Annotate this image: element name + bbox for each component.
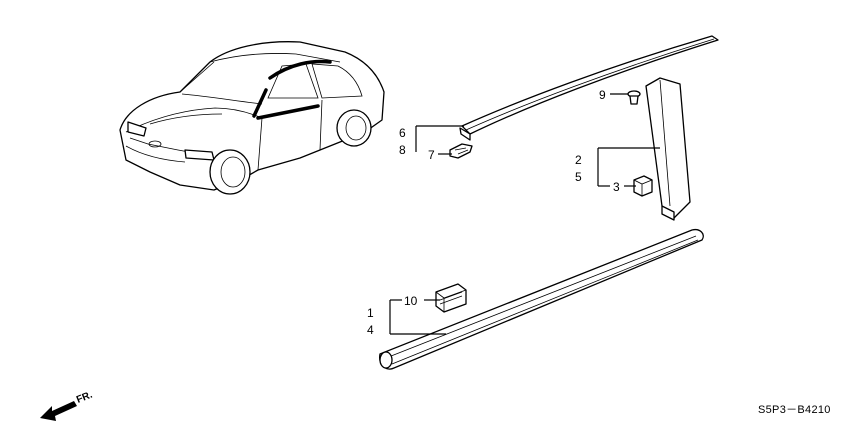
clip-7 <box>449 143 473 159</box>
screw-9 <box>627 90 641 105</box>
front-arrow-label: FR. <box>75 389 94 405</box>
clip-3 <box>633 175 653 197</box>
front-arrow: FR. <box>40 389 94 421</box>
callout-5: 5 <box>575 170 582 184</box>
callout-10: 10 <box>404 294 418 308</box>
callout-9: 9 <box>599 88 606 102</box>
callout-7: 7 <box>428 148 435 162</box>
roof-molding <box>459 35 719 141</box>
leader-lines <box>389 93 660 335</box>
callout-2: 2 <box>575 153 582 167</box>
pillar-garnish <box>645 77 691 221</box>
callout-3: 3 <box>613 180 620 194</box>
clip-10 <box>435 283 467 313</box>
callout-8: 8 <box>399 143 406 157</box>
callout-4: 4 <box>367 323 374 337</box>
diagram-code: S5P3－B4210 <box>758 404 831 416</box>
callout-1: 1 <box>367 306 374 320</box>
belt-molding <box>379 228 704 370</box>
car-illustration <box>119 41 385 195</box>
callout-6: 6 <box>399 126 406 140</box>
